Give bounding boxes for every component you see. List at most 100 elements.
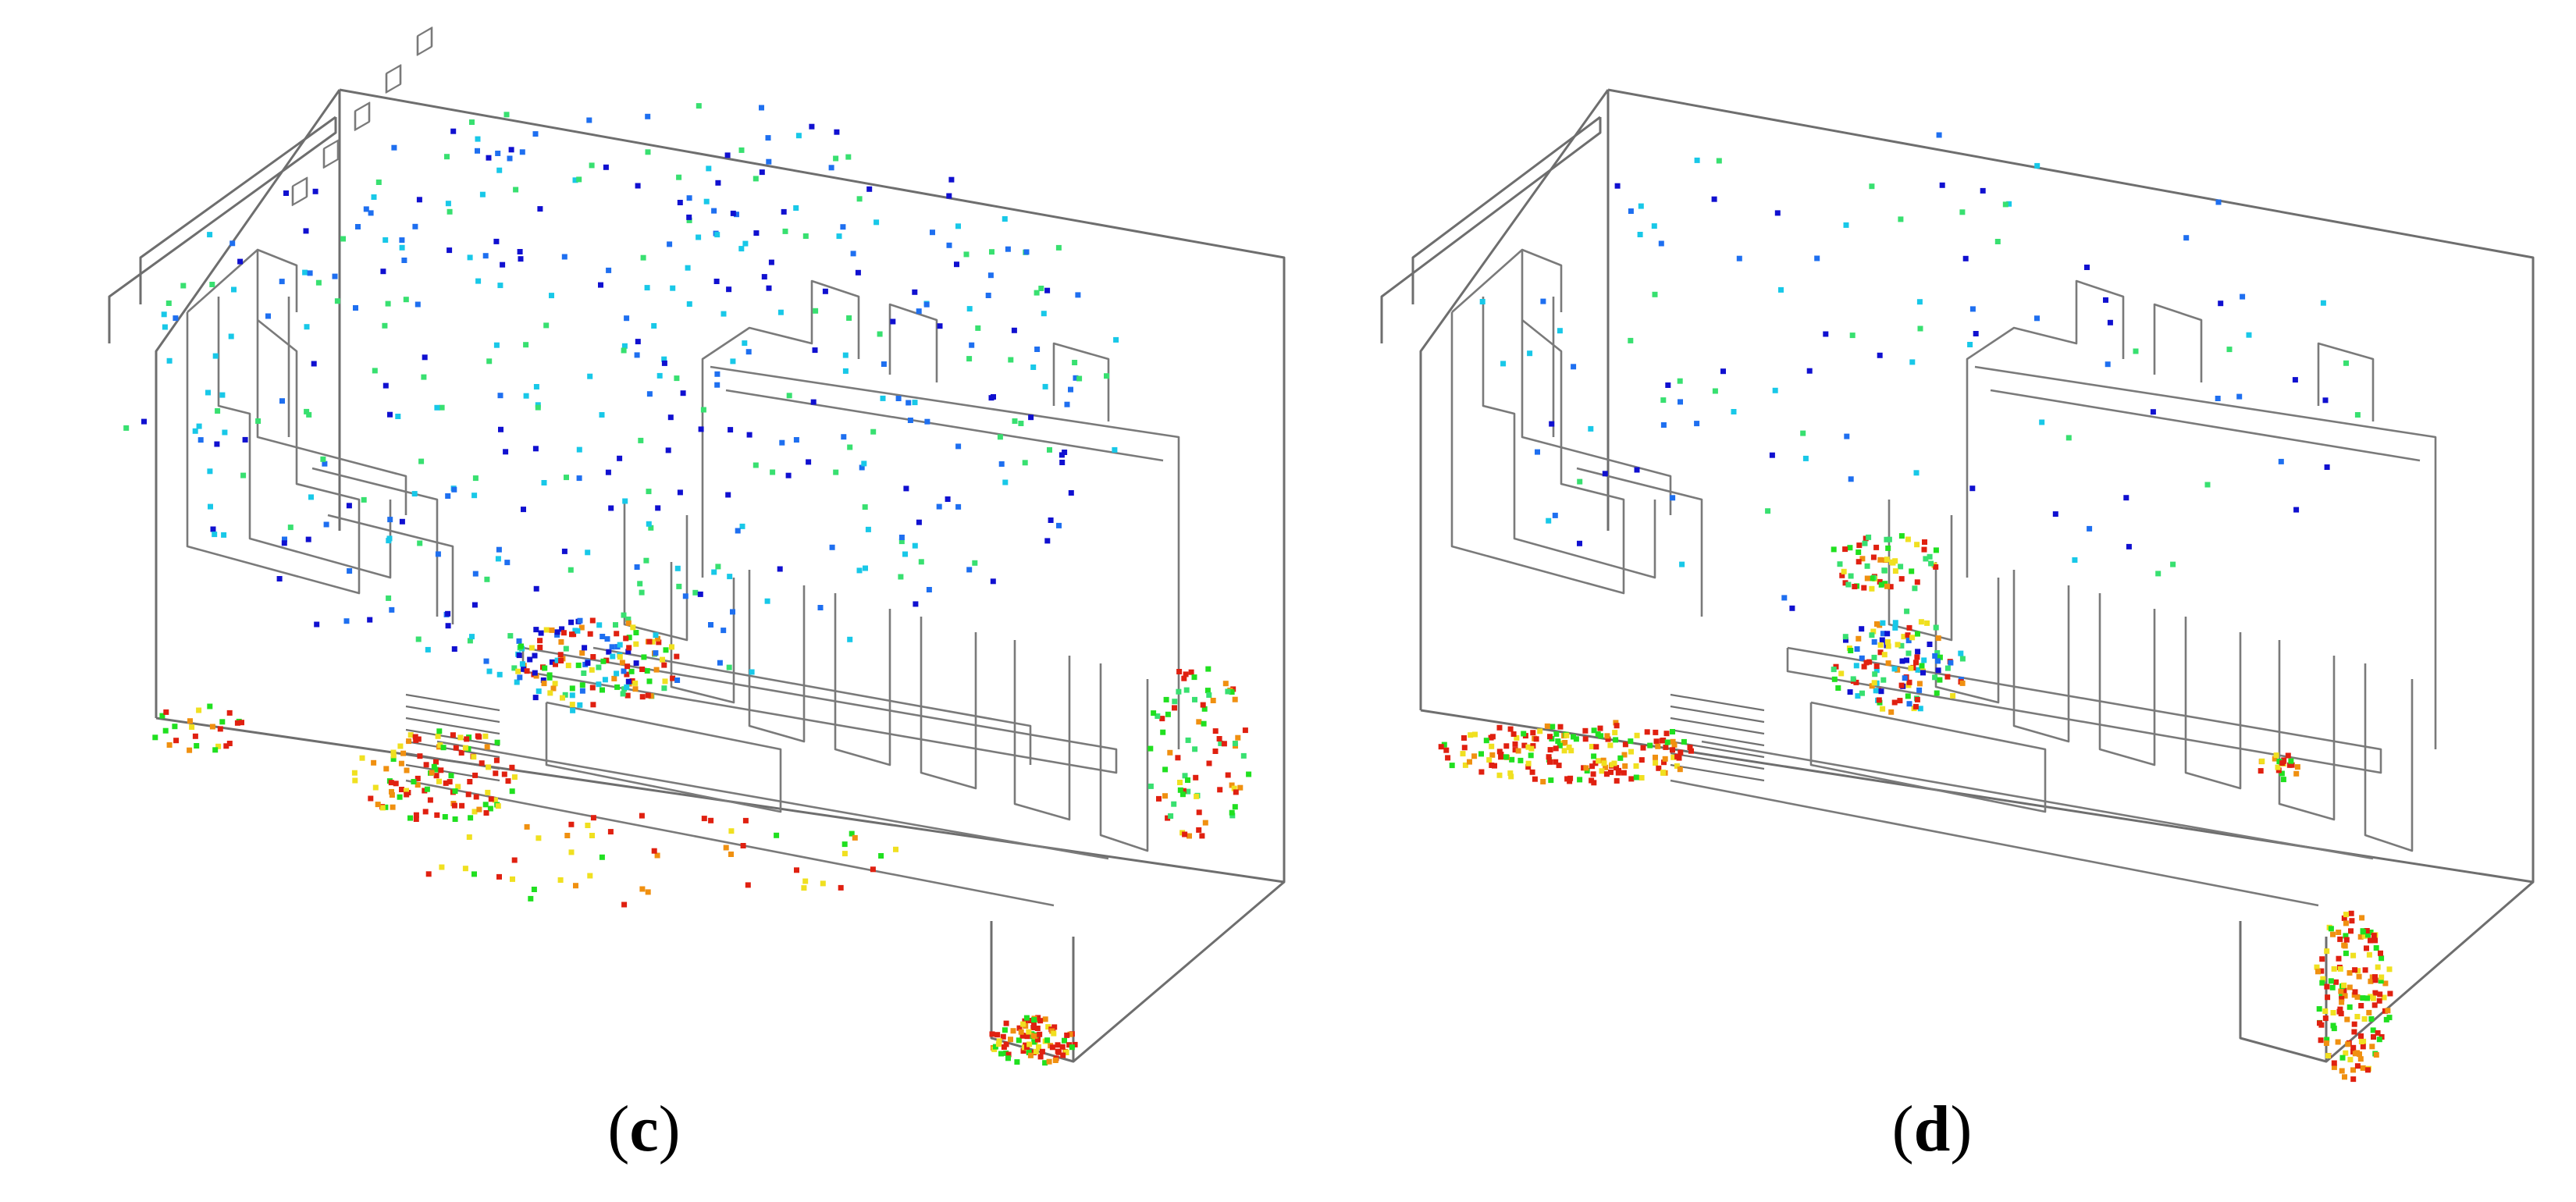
particle bbox=[234, 720, 240, 726]
particle bbox=[2337, 966, 2343, 972]
particle bbox=[281, 540, 287, 546]
particle bbox=[781, 208, 787, 215]
particle bbox=[2373, 945, 2379, 951]
particle bbox=[667, 414, 674, 421]
particle bbox=[1651, 223, 1657, 229]
particle bbox=[1891, 699, 1898, 706]
particle bbox=[1854, 646, 1860, 652]
particle bbox=[619, 660, 625, 666]
particle bbox=[1802, 455, 1809, 461]
particle bbox=[1932, 653, 1938, 659]
particle bbox=[1617, 755, 1624, 761]
particle bbox=[315, 279, 322, 286]
particle bbox=[926, 587, 932, 592]
particle bbox=[622, 498, 628, 504]
particle bbox=[1932, 674, 1938, 681]
particle bbox=[2328, 978, 2334, 984]
particle bbox=[561, 254, 568, 260]
particle bbox=[948, 176, 955, 183]
particle bbox=[2336, 930, 2342, 935]
particle bbox=[646, 391, 653, 397]
particle bbox=[1489, 743, 1495, 749]
particle bbox=[383, 766, 390, 772]
particle bbox=[500, 261, 506, 268]
particle bbox=[809, 123, 815, 130]
particle bbox=[1906, 624, 1912, 631]
particle bbox=[742, 240, 749, 247]
particle bbox=[375, 802, 381, 808]
particle bbox=[1916, 299, 1923, 305]
particle bbox=[1547, 734, 1553, 740]
particle bbox=[706, 165, 712, 172]
particle bbox=[483, 810, 489, 816]
particle bbox=[966, 567, 973, 573]
particle bbox=[1905, 682, 1912, 688]
particle bbox=[1204, 688, 1211, 694]
particle bbox=[1909, 359, 1916, 365]
particle bbox=[651, 848, 657, 854]
particle bbox=[541, 681, 547, 687]
particle bbox=[554, 657, 560, 663]
particle bbox=[320, 456, 326, 462]
particle bbox=[1869, 683, 1875, 689]
particle bbox=[686, 214, 692, 220]
particle bbox=[1031, 1021, 1037, 1026]
particle bbox=[1800, 430, 1806, 436]
particle bbox=[1001, 1044, 1007, 1050]
particle bbox=[1438, 744, 1444, 750]
particle bbox=[661, 662, 667, 668]
particle bbox=[1514, 734, 1520, 741]
particle bbox=[2316, 1006, 2322, 1012]
particle bbox=[1212, 749, 1219, 754]
particle bbox=[1904, 608, 1910, 614]
particle bbox=[1165, 815, 1171, 821]
particle bbox=[1662, 756, 1668, 762]
particle bbox=[635, 339, 641, 345]
particle bbox=[1884, 631, 1891, 637]
particle bbox=[1688, 748, 1694, 754]
particle bbox=[1521, 731, 1527, 737]
particle bbox=[1185, 777, 1190, 783]
particle bbox=[625, 649, 632, 655]
particle bbox=[535, 688, 542, 695]
particle bbox=[1591, 780, 1597, 786]
particle bbox=[1937, 654, 1943, 660]
particle bbox=[452, 788, 458, 795]
particle bbox=[2333, 979, 2339, 985]
particle bbox=[639, 886, 646, 892]
particle bbox=[700, 407, 706, 413]
particle bbox=[1527, 350, 1533, 357]
particle bbox=[421, 374, 427, 380]
particle bbox=[1449, 763, 1455, 769]
particle bbox=[2170, 561, 2176, 567]
particle bbox=[2236, 393, 2243, 400]
particle bbox=[907, 418, 913, 423]
particle bbox=[303, 228, 309, 234]
particle bbox=[624, 315, 630, 322]
particle bbox=[2272, 756, 2278, 762]
particle bbox=[1678, 399, 1683, 405]
particle bbox=[969, 342, 975, 348]
particle bbox=[1024, 1033, 1030, 1040]
particle bbox=[630, 624, 636, 631]
particle bbox=[558, 639, 564, 645]
particle bbox=[1167, 749, 1173, 756]
particle bbox=[2387, 990, 2393, 997]
particle bbox=[467, 638, 473, 644]
particle bbox=[1498, 752, 1504, 757]
particle bbox=[2358, 1033, 2364, 1039]
particle bbox=[435, 551, 441, 557]
particle-cloud bbox=[123, 103, 1252, 1066]
particle bbox=[187, 718, 193, 724]
particle bbox=[746, 432, 753, 438]
particle bbox=[1548, 777, 1554, 784]
particle bbox=[451, 486, 457, 493]
particle bbox=[1002, 1027, 1008, 1033]
particle bbox=[395, 414, 401, 419]
particle bbox=[724, 152, 731, 158]
particle bbox=[720, 628, 727, 634]
particle bbox=[552, 681, 558, 687]
particle bbox=[623, 635, 629, 642]
particle bbox=[1909, 568, 1915, 574]
particle bbox=[1843, 637, 1848, 643]
